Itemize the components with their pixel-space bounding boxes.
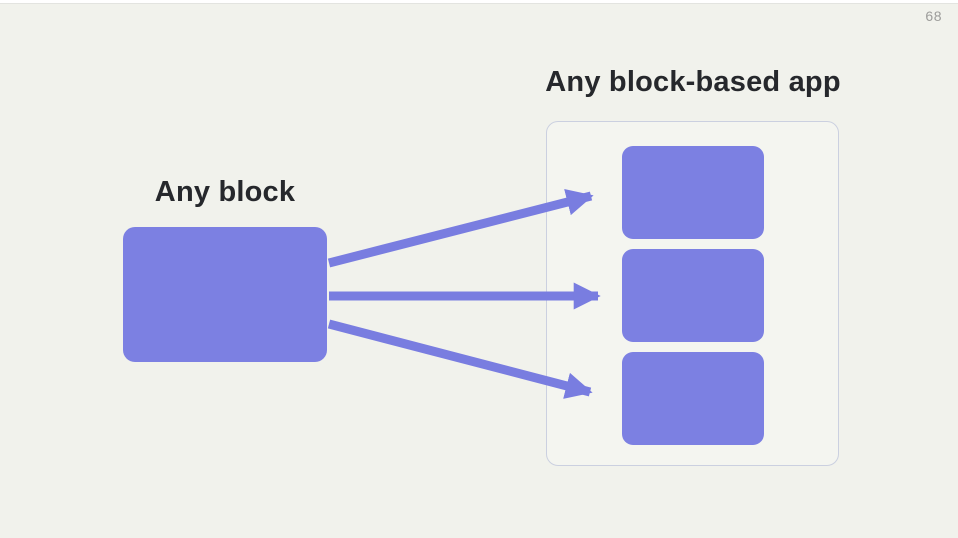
app-container (546, 121, 839, 466)
target-block (621, 249, 764, 342)
target-block (621, 352, 764, 445)
source-block-label: Any block (154, 176, 296, 208)
slide-page-number: 68 (925, 8, 942, 24)
target-block (621, 146, 764, 239)
source-block (123, 227, 327, 362)
target-app-title: Any block-based app (545, 66, 841, 98)
slide-top-edge (0, 0, 958, 4)
